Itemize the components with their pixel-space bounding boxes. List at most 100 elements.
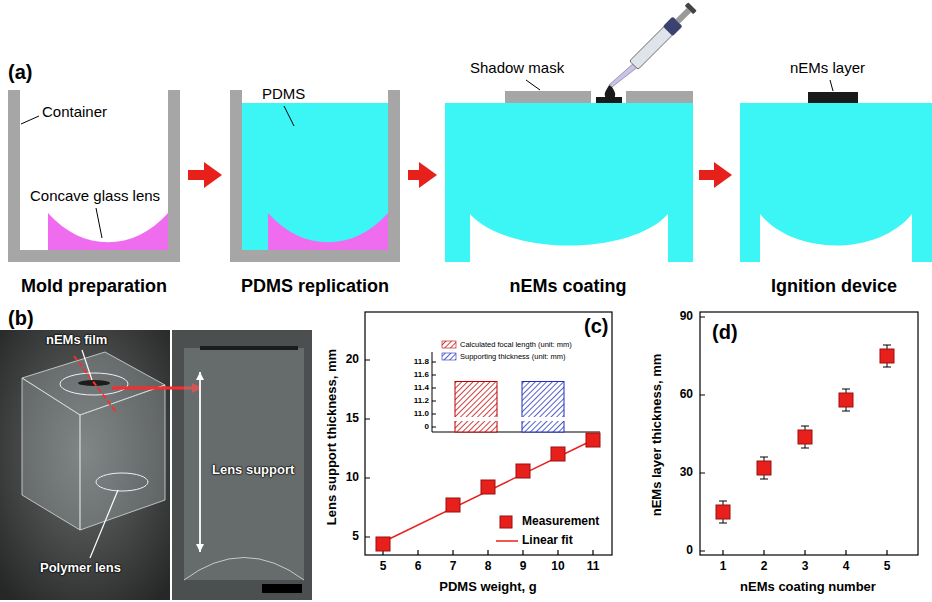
axis-title: PDMS weight, g	[439, 580, 537, 595]
shadow-mask	[626, 91, 693, 103]
tick-label: 6	[415, 560, 422, 574]
tick-label: 7	[450, 560, 457, 574]
caption-holder: Mold preparation	[4, 276, 184, 298]
data-marker	[798, 430, 812, 444]
legend-marker	[500, 516, 512, 528]
nems-material	[808, 92, 858, 103]
tick-label: 15	[346, 412, 359, 426]
pdms-cube	[22, 352, 165, 530]
data-marker	[716, 505, 730, 519]
tick-label: 60	[680, 388, 693, 402]
data-marker	[551, 447, 565, 461]
panel-letter: (b)	[8, 307, 34, 330]
pipette	[676, 8, 692, 24]
step-caption: PDMS replication	[241, 276, 389, 298]
process-step: PDMS replication	[226, 88, 404, 300]
data-marker	[481, 480, 495, 494]
leader-line	[830, 80, 833, 91]
leader-line	[21, 80, 833, 238]
glass-lens	[268, 213, 388, 250]
process-step: Ignition device	[736, 88, 932, 300]
pdms-cube	[80, 385, 165, 530]
caption-holder: PDMS replication	[226, 276, 404, 298]
glass-lens	[48, 213, 168, 250]
part-label: Concave glass lens	[30, 187, 160, 204]
photo-label: Polymer lens	[40, 561, 121, 576]
legend-entry: Measurement	[522, 515, 599, 529]
tick-label: 2	[761, 560, 768, 574]
pdms-replica	[445, 103, 932, 262]
process-step: nEMs coating	[441, 88, 695, 300]
tick-label: 11.2	[414, 396, 429, 405]
tick-label: 10	[346, 471, 359, 485]
data-marker	[839, 393, 853, 407]
part-label: nEMs layer	[790, 59, 865, 76]
glass-lens	[48, 213, 388, 250]
shadow-mask	[505, 91, 591, 103]
tick-label: 10	[551, 560, 564, 574]
photo-label: Lens support	[212, 463, 294, 478]
part-label: Container	[42, 103, 107, 120]
nems-film	[200, 346, 298, 350]
photo-ground	[172, 330, 312, 600]
legend-entry: Calculated focal length (unit: mm)	[460, 340, 572, 349]
inset-bar	[455, 382, 497, 433]
tick-label: 3	[802, 560, 809, 574]
lens-support-block	[184, 348, 304, 580]
leader-line	[21, 116, 39, 124]
photo-leader	[90, 490, 118, 558]
step-caption: Ignition device	[771, 276, 897, 298]
pipette	[629, 2, 698, 71]
axis-tick	[365, 317, 887, 555]
tick-label: 0	[425, 422, 429, 431]
legend-entry: Supporting thickness (unit: mm)	[460, 352, 565, 361]
panel-letter: (a)	[8, 61, 32, 84]
data-marker	[516, 464, 530, 478]
tick-label: 1	[720, 560, 727, 574]
data-marker	[586, 433, 600, 447]
shadow-mask	[505, 91, 693, 103]
container-wall	[230, 90, 400, 262]
caption-holder: nEMs coating	[441, 276, 695, 298]
legend-text: Calculated focal length (unit: mm)	[460, 339, 572, 348]
part-label: Shadow mask	[470, 59, 564, 76]
panel-letter: (c)	[584, 315, 608, 338]
axis-break	[450, 417, 570, 421]
process-arrow	[699, 170, 714, 180]
tick-label: 9	[520, 560, 527, 574]
data-marker	[757, 461, 771, 475]
tick-label: 4	[843, 560, 850, 574]
photo-leader	[82, 350, 118, 558]
polymer-lens	[96, 473, 148, 491]
error-bar	[719, 345, 891, 523]
data-marker	[446, 498, 460, 512]
nems-material	[605, 84, 616, 101]
process-arrow	[188, 170, 204, 180]
step-caption: nEMs coating	[509, 276, 626, 298]
plot-frame	[365, 312, 612, 555]
tick-label: 11.6	[414, 370, 429, 379]
data-marker	[376, 433, 600, 551]
tick-label: 11.0	[414, 409, 429, 418]
pdms-fill	[242, 103, 388, 250]
tick-label: 90	[680, 310, 693, 324]
inset-ground	[398, 340, 602, 432]
legend-swatch	[442, 353, 456, 360]
photo-label: nEMs film	[46, 333, 107, 348]
axis-title: nEMs layer thickness, mm	[650, 354, 665, 517]
tick-label: 0	[686, 544, 693, 558]
container-wall	[8, 90, 180, 262]
panel-letter: (d)	[712, 321, 738, 344]
tick-label: 11.4	[414, 383, 429, 392]
inset-bar	[522, 382, 564, 433]
tick-label: 11	[587, 560, 600, 574]
legend-entry: Linear fit	[522, 534, 573, 548]
data-marker	[880, 349, 894, 363]
caption-holder: Ignition device	[736, 276, 932, 298]
tick-label: 8	[485, 560, 492, 574]
pipette	[609, 2, 697, 87]
part-label: PDMS	[262, 85, 305, 102]
dimension-arrow	[199, 372, 201, 552]
tick-label: 5	[380, 560, 387, 574]
data-marker	[376, 537, 390, 551]
